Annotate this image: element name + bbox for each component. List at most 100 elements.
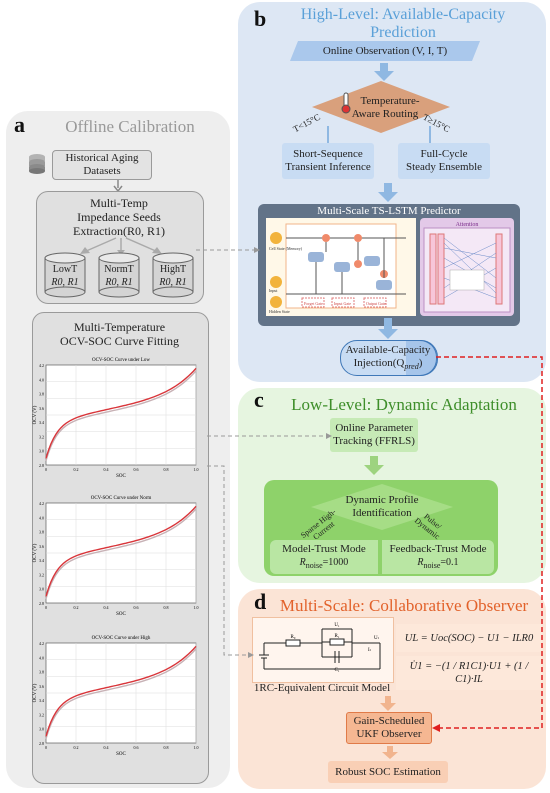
ukf-line1: Gain-Scheduled: [353, 715, 425, 727]
injection-line1: Available-Capacity: [345, 344, 431, 356]
y-tick-label: 3.8: [39, 392, 44, 397]
x-tick-label: 0.6: [134, 467, 139, 472]
ocv-curve-reference: [45, 648, 197, 740]
feedback-noise-sub: noise: [423, 560, 441, 570]
injection-line2-sub: pred: [404, 362, 419, 372]
y-tick-label: 2.8: [39, 463, 44, 468]
model-trust-box: Model-Trust Mode Rnoise=1000: [270, 540, 378, 574]
y-tick-label: 3.2: [39, 712, 44, 717]
panel-c-title: Low-Level: Dynamic Adaptation: [291, 395, 517, 414]
equation-2: U̇1 = −(1 / R1C1)·U1 + (1 / C1)·IL: [396, 656, 542, 690]
lstm-predictor-title: Multi-Scale TS-LSTM Predictor: [317, 205, 461, 217]
ffrls-line1: Online Parameter: [335, 422, 413, 434]
cylinder-norm-params: R0, R1: [105, 277, 133, 288]
input-label: Input: [269, 288, 278, 293]
injection-line2-end: ): [418, 357, 423, 369]
equation-1-text: UL = Uoc(SOC) − U1 − ILR0: [404, 632, 534, 644]
ocv-curve-reference: [45, 508, 197, 600]
model-trust-label: Model-Trust Mode: [282, 542, 366, 555]
impedance-seeds-line1: Multi-Temp: [90, 196, 148, 210]
y-tick-label: 3.0: [39, 449, 44, 454]
y-tick-label: 4.0: [39, 377, 44, 382]
y-tick-label: 3.6: [39, 406, 44, 411]
output-gate-label: Output Gate: [366, 301, 386, 306]
rc-circuit-diagram: R₀ R₁ C₁ U₁ Uₗ Iₗ: [259, 623, 381, 673]
plot-xlabel: SOC: [116, 612, 126, 617]
input-gate-label: Input Gate: [334, 301, 351, 306]
feedback-trust-box: Feedback-Trust Mode Rnoise=0.1: [382, 540, 494, 574]
thermometer-icon: [341, 92, 351, 114]
x-tick-label: 0.4: [104, 605, 109, 610]
plot-title: OCV-SOC Curve under Norm: [91, 496, 152, 501]
panel-d-title: Multi-Scale: Collaborative Observer: [279, 596, 529, 615]
soc-estimation-text: Robust SOC Estimation: [335, 765, 441, 778]
y-tick-label: 3.2: [39, 572, 44, 577]
arrow-ffrls-to-profile: [364, 456, 384, 475]
x-tick-label: 1.0: [194, 745, 199, 750]
routing-line1: Temperature-: [360, 95, 420, 107]
model-noise-value: =1000: [322, 556, 349, 568]
y-tick-label: 3.4: [39, 698, 44, 703]
model-noise-sub: noise: [305, 560, 323, 570]
curve-fitting-line2: OCV-SOC Curve Fitting: [60, 334, 179, 348]
x-tick-label: 0.2: [74, 745, 79, 750]
panel-b-title-line2: Prediction: [370, 24, 436, 41]
historical-datasets-box: Historical Aging Datasets: [52, 150, 152, 180]
svg-text:R₀: R₀: [290, 635, 295, 640]
model-noise: Rnoise=1000: [282, 556, 366, 572]
arrow-lstm-to-injection: [378, 318, 398, 339]
arrow-to-lstm: [378, 183, 398, 202]
y-tick-label: 2.8: [39, 601, 44, 606]
x-tick-label: 1.0: [194, 467, 199, 472]
dashed-plot-to-circuit: [207, 465, 252, 656]
cylinder-norm-icon: [98, 252, 140, 298]
profile-line1: Dynamic Profile: [345, 494, 419, 506]
equation-1: UL = Uoc(SOC) − U1 − ILR0: [396, 624, 542, 652]
attention-label: Attention: [456, 222, 479, 228]
cylinder-high-params: R0, R1: [159, 277, 187, 288]
observation-shape: [290, 41, 480, 61]
hidden-state-label: Hidden State: [269, 309, 290, 314]
y-tick-label: 3.8: [39, 530, 44, 535]
x-tick-label: 0.6: [134, 745, 139, 750]
plot-xlabel: SOC: [116, 474, 126, 479]
x-tick-label: 0: [45, 467, 47, 472]
ocv-curve-fitted: [45, 645, 197, 737]
plot-ylabel: OCV (V): [33, 683, 38, 702]
y-tick-label: 3.4: [39, 558, 44, 563]
y-tick-label: 3.2: [39, 434, 44, 439]
short-sequence-box: Short-Sequence Transient Inference: [282, 143, 374, 179]
panel-c-letter: c: [254, 387, 264, 412]
observation-label: Online Observation (V, I, T): [290, 41, 480, 61]
x-tick-label: 0.2: [74, 605, 79, 610]
forget-gate-label: Forget Gate: [304, 301, 323, 306]
short-seq-line1: Short-Sequence: [293, 148, 363, 160]
feedback-noise-value: =0.1: [440, 556, 459, 568]
model-noise-r: R: [299, 556, 306, 568]
dashed-injection-to-ukf: [436, 356, 543, 729]
cylinder-high-name: HighT: [159, 264, 187, 275]
y-tick-label: 4.2: [39, 641, 44, 646]
x-tick-label: 1.0: [194, 605, 199, 610]
ocv-curve-fitted: [45, 367, 197, 459]
historical-datasets-label: Historical Aging Datasets: [65, 152, 139, 177]
arrow-ukf-to-soc: [382, 746, 398, 759]
injection-line2-main: Injection(Q: [353, 357, 405, 369]
lstm-cell-diagram: Cell State (Memory) Input Hidden State F…: [266, 218, 416, 316]
feedback-trust-label: Feedback-Trust Mode: [389, 542, 487, 555]
svg-text:Iₗ: Iₗ: [368, 648, 371, 653]
database-icon: [29, 154, 45, 174]
svg-text:Uₗ: Uₗ: [374, 636, 379, 641]
ffrls-line2: Tracking (FFRLS): [333, 435, 415, 447]
svg-text:R₁: R₁: [334, 634, 339, 639]
ocv-curve-fitted: [45, 505, 197, 597]
x-tick-label: 0: [45, 745, 47, 750]
y-tick-label: 3.0: [39, 587, 44, 592]
profile-line2: Identification: [352, 507, 412, 519]
circuit-box: [252, 617, 394, 683]
y-tick-label: 3.6: [39, 684, 44, 689]
cylinder-low-params: R0, R1: [51, 277, 79, 288]
